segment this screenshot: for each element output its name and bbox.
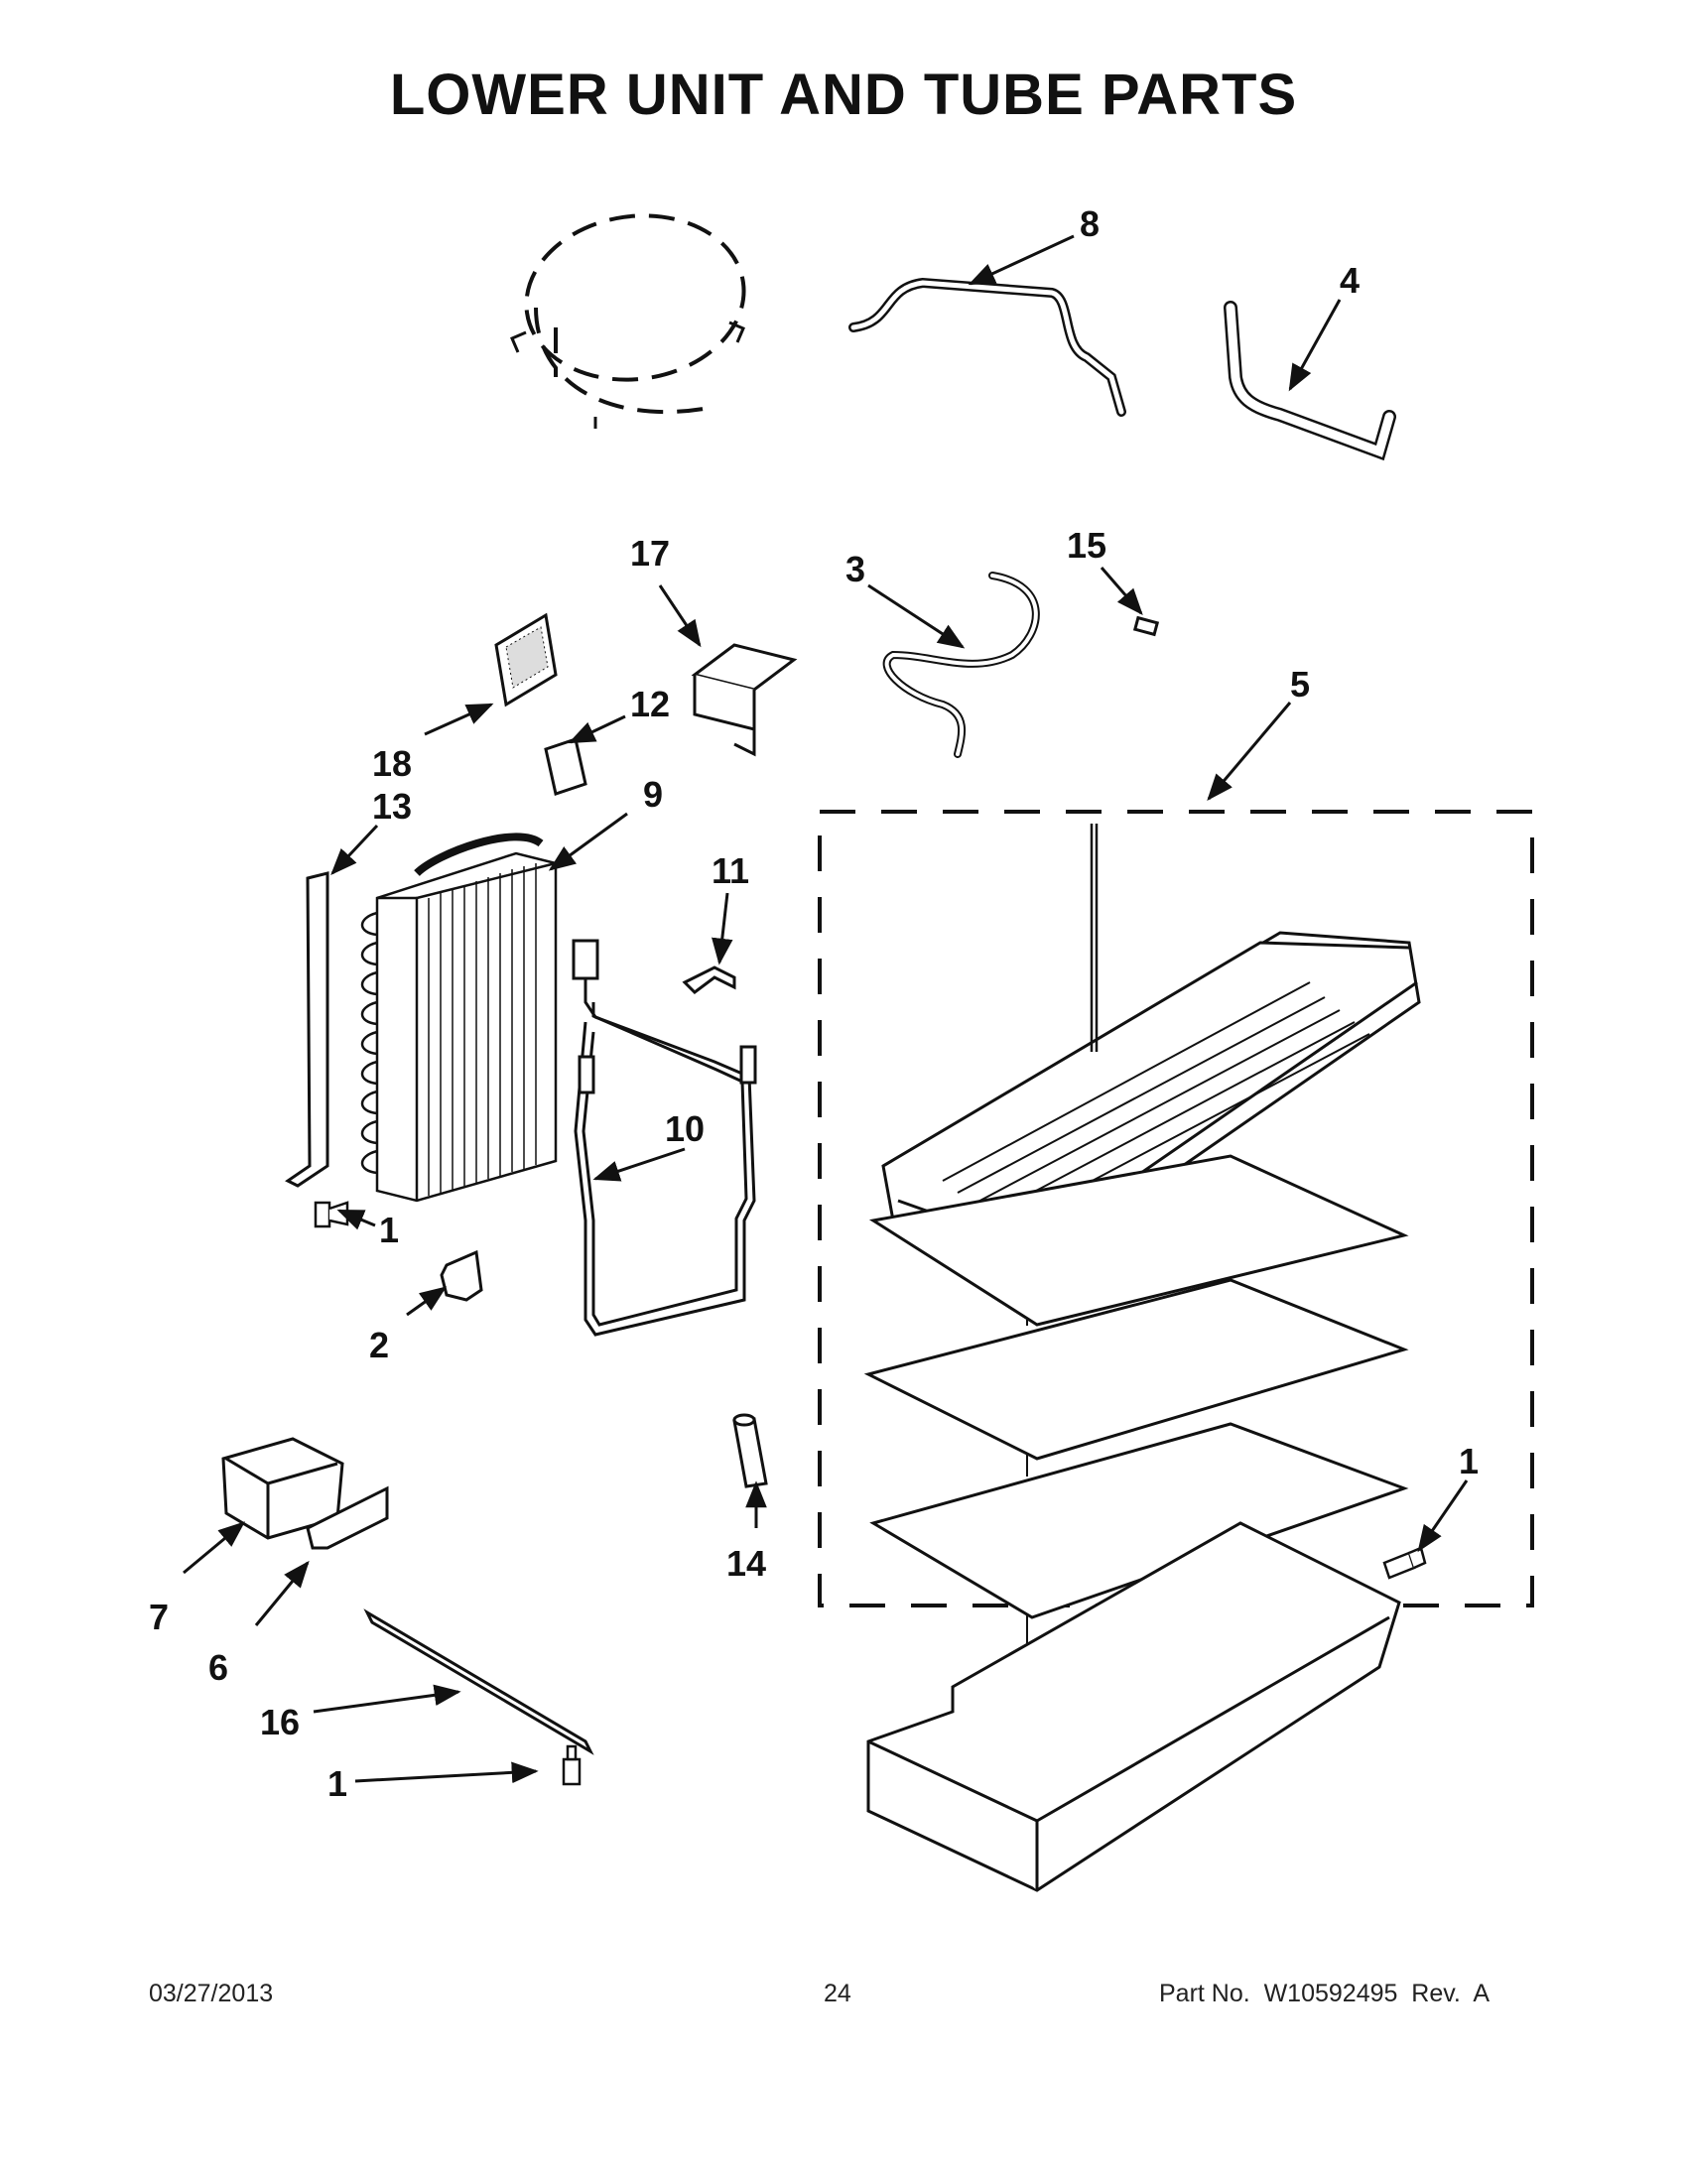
clip-part-11 bbox=[682, 965, 736, 994]
evaporator-part-9 bbox=[375, 851, 558, 1203]
callout-5: 5 bbox=[1290, 664, 1311, 705]
callout-9: 9 bbox=[643, 774, 664, 815]
bracket-part-17 bbox=[691, 643, 798, 757]
footer-part-number: Part No. W10592495 Rev. A bbox=[1159, 1980, 1491, 2007]
callout-18: 18 bbox=[372, 743, 413, 784]
insulation-sheet-2 bbox=[863, 1278, 1409, 1461]
pad-part-18 bbox=[494, 612, 558, 707]
plate-part-12 bbox=[544, 737, 587, 796]
leader-lines bbox=[183, 234, 1469, 1784]
drain-tray-heater-tubes bbox=[942, 981, 1370, 1229]
callout-12: 12 bbox=[630, 684, 671, 724]
callout-4: 4 bbox=[1340, 260, 1361, 301]
callout-1-right: 1 bbox=[1459, 1441, 1480, 1481]
insulation-sheet-1 bbox=[868, 1154, 1409, 1327]
insulation-sheet-3 bbox=[869, 1422, 1409, 1619]
callout-6: 6 bbox=[208, 1647, 229, 1688]
compressor-feet bbox=[510, 321, 745, 429]
compressor-outline bbox=[524, 213, 746, 415]
callout-13: 13 bbox=[372, 786, 413, 827]
callout-3: 3 bbox=[845, 549, 866, 589]
strip-part-13 bbox=[285, 871, 329, 1188]
bracket-part-2 bbox=[440, 1249, 483, 1302]
cover-part-6 bbox=[306, 1485, 389, 1550]
wire-lead bbox=[1090, 824, 1099, 1052]
callout-14: 14 bbox=[726, 1543, 767, 1584]
callout-2: 2 bbox=[369, 1325, 390, 1365]
callout-11: 11 bbox=[712, 850, 750, 891]
callout-17: 17 bbox=[630, 533, 671, 574]
evaporator-fins bbox=[428, 863, 537, 1196]
footer-page-number: 24 bbox=[824, 1980, 851, 2007]
screw-part-1-left bbox=[314, 1201, 349, 1228]
heater-harness-part-10 bbox=[572, 939, 757, 1337]
evaporator-coil-loops bbox=[360, 911, 378, 1175]
sleeve-part-14 bbox=[732, 1413, 768, 1488]
callout-7: 7 bbox=[149, 1597, 170, 1637]
callout-16: 16 bbox=[260, 1702, 301, 1742]
footer-date: 03/27/2013 bbox=[149, 1980, 274, 2007]
rail-part-16 bbox=[363, 1608, 594, 1755]
callout-8: 8 bbox=[1080, 203, 1101, 244]
page-title: LOWER UNIT AND TUBE PARTS bbox=[389, 63, 1298, 127]
clip-part-15 bbox=[1132, 615, 1160, 637]
base-pan bbox=[866, 1521, 1401, 1892]
screw-part-1-bottom bbox=[562, 1744, 582, 1786]
callout-1-bottom: 1 bbox=[327, 1763, 348, 1804]
callout-10: 10 bbox=[665, 1108, 706, 1149]
callout-1-left: 1 bbox=[379, 1210, 400, 1250]
evaporator-top-tube bbox=[414, 833, 544, 876]
screw-part-1-right bbox=[1382, 1546, 1427, 1580]
callout-15: 15 bbox=[1067, 525, 1107, 566]
